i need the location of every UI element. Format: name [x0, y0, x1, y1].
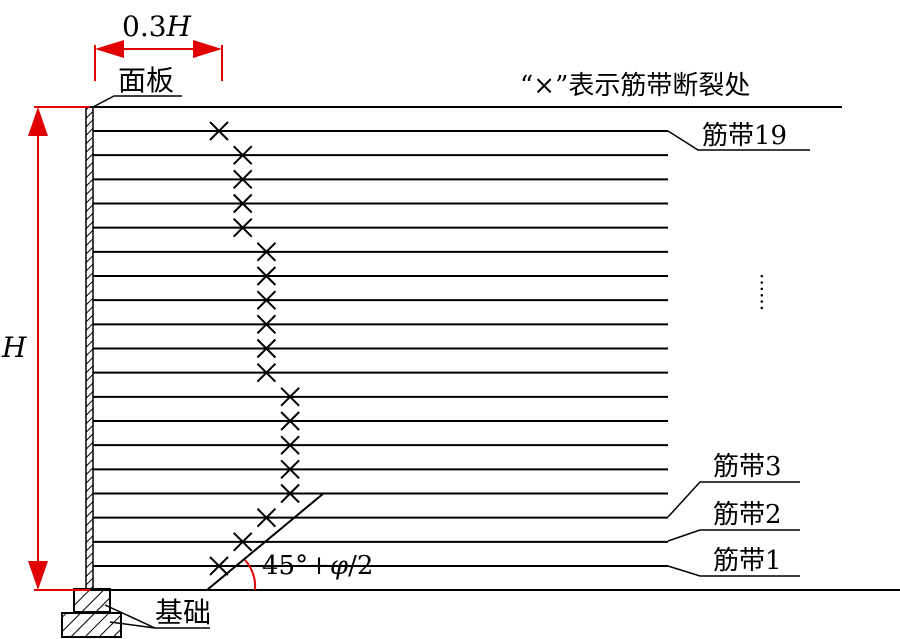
height-label: H	[1, 331, 27, 364]
panel-label: 面板	[118, 64, 174, 97]
break-mark-icon	[256, 266, 277, 286]
break-mark-icon	[232, 532, 253, 552]
strip2-leader	[667, 529, 800, 542]
break-mark-icon	[280, 387, 300, 407]
break-mark-icon	[280, 435, 300, 455]
strip19-leader	[667, 130, 810, 151]
failure-plane-line	[206, 492, 325, 591]
break-mark-icon	[232, 217, 253, 238]
strips	[93, 130, 668, 567]
break-marks	[209, 121, 300, 576]
width-prefix: 0.3	[122, 10, 167, 43]
break-mark-icon	[232, 193, 253, 214]
height-dimension	[28, 106, 90, 591]
width-var: H	[166, 10, 192, 43]
break-mark-icon	[209, 556, 229, 576]
break-mark-icon	[209, 121, 229, 141]
foundation-upper-block	[73, 588, 111, 613]
angle-suffix: /2	[348, 551, 373, 581]
strip1-label: 筋带1	[713, 546, 782, 576]
foundation-leader-2	[109, 621, 156, 629]
strip3-leader	[667, 481, 800, 518]
break-mark-icon	[280, 459, 300, 480]
break-mark-icon	[256, 242, 277, 262]
width-dimension	[94, 40, 223, 81]
angle-label: 45°+φ/2	[262, 551, 373, 581]
break-mark-icon	[256, 290, 277, 310]
break-mark-icon	[280, 411, 300, 431]
break-mark-icon	[232, 169, 253, 190]
break-mark-icon	[256, 314, 277, 335]
strip3-label: 筋带3	[713, 452, 782, 482]
ellipsis-dots: ······	[750, 273, 774, 311]
legend-note: “×”表示筋带断裂处	[520, 71, 750, 101]
break-mark-icon	[256, 507, 277, 528]
strip2-label: 筋带2	[713, 500, 782, 530]
angle-var: φ	[330, 551, 349, 581]
break-mark-icon	[232, 145, 253, 165]
width-label: 0.3H	[122, 10, 192, 43]
break-mark-icon	[256, 338, 277, 359]
strip19-label: 筋带19	[702, 121, 787, 151]
foundation-lower-block	[61, 612, 122, 638]
panel-leader	[92, 95, 182, 108]
angle-prefix: 45°+	[262, 551, 330, 581]
strip1-leader	[667, 565, 800, 577]
break-mark-icon	[280, 483, 300, 504]
foundation-label: 基础	[155, 596, 211, 629]
break-mark-icon	[256, 362, 277, 383]
angle-arc	[244, 559, 257, 591]
facing-panel	[85, 106, 94, 591]
